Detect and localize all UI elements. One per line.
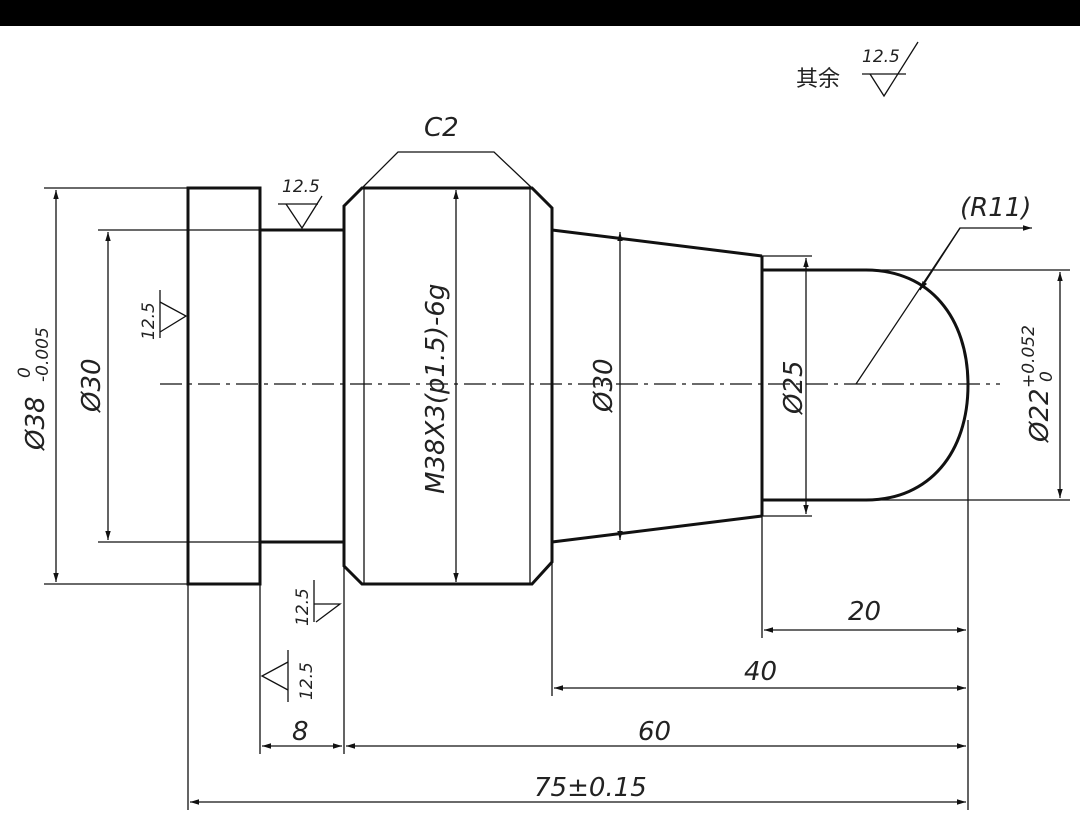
radius-label: (R11) [960, 193, 1031, 223]
svg-text:+0.052: +0.052 [1019, 325, 1039, 388]
svg-text:Ø22: Ø22 [1025, 388, 1055, 443]
tip-diameter-label: Ø22 +0.052 0 [1019, 325, 1057, 443]
chamfer-label: C2 [424, 113, 459, 143]
diameter-dimensions [44, 187, 1070, 585]
flange-diameter-label: Ø38 0 -0.005 [15, 327, 53, 451]
length-40-label: 40 [744, 657, 777, 687]
roughness-mark-bottom-2: 12.5 [297, 662, 317, 700]
length-20-label: 20 [848, 597, 881, 627]
svg-text:Ø38: Ø38 [21, 396, 51, 451]
length-dimensions [187, 420, 969, 810]
svg-text:0: 0 [15, 367, 35, 378]
shaft-outline [186, 186, 970, 586]
roughness-mark-top: 12.5 [282, 177, 320, 197]
length-8-label: 8 [292, 717, 309, 747]
thread-spec-label: M38X3(p1.5)-6g [421, 284, 451, 494]
flange-outline [186, 186, 262, 586]
svg-text:0: 0 [1037, 371, 1057, 382]
remaining-note-label: 其余 [796, 67, 840, 92]
length-60-label: 60 [638, 717, 671, 747]
cone-diameter-label: Ø30 [589, 358, 619, 413]
roughness-mark-left: 12.5 [139, 302, 159, 340]
annotations: 其余 12.5 C2 (R11) 12.5 12.5 12.5 12.5 Ø38… [15, 47, 1057, 803]
neck-diameter-label: Ø30 [77, 358, 107, 413]
total-length-label: 75±0.15 [534, 773, 647, 803]
small-diameter-label: Ø25 [779, 360, 809, 415]
roughness-symbols [159, 41, 919, 702]
dome-outline [865, 268, 970, 502]
roughness-mark-bottom-1: 12.5 [293, 588, 313, 626]
general-roughness-value: 12.5 [862, 47, 900, 67]
svg-text:-0.005: -0.005 [33, 327, 53, 382]
leaders [361, 151, 1032, 385]
top-black-bar [0, 0, 1080, 26]
